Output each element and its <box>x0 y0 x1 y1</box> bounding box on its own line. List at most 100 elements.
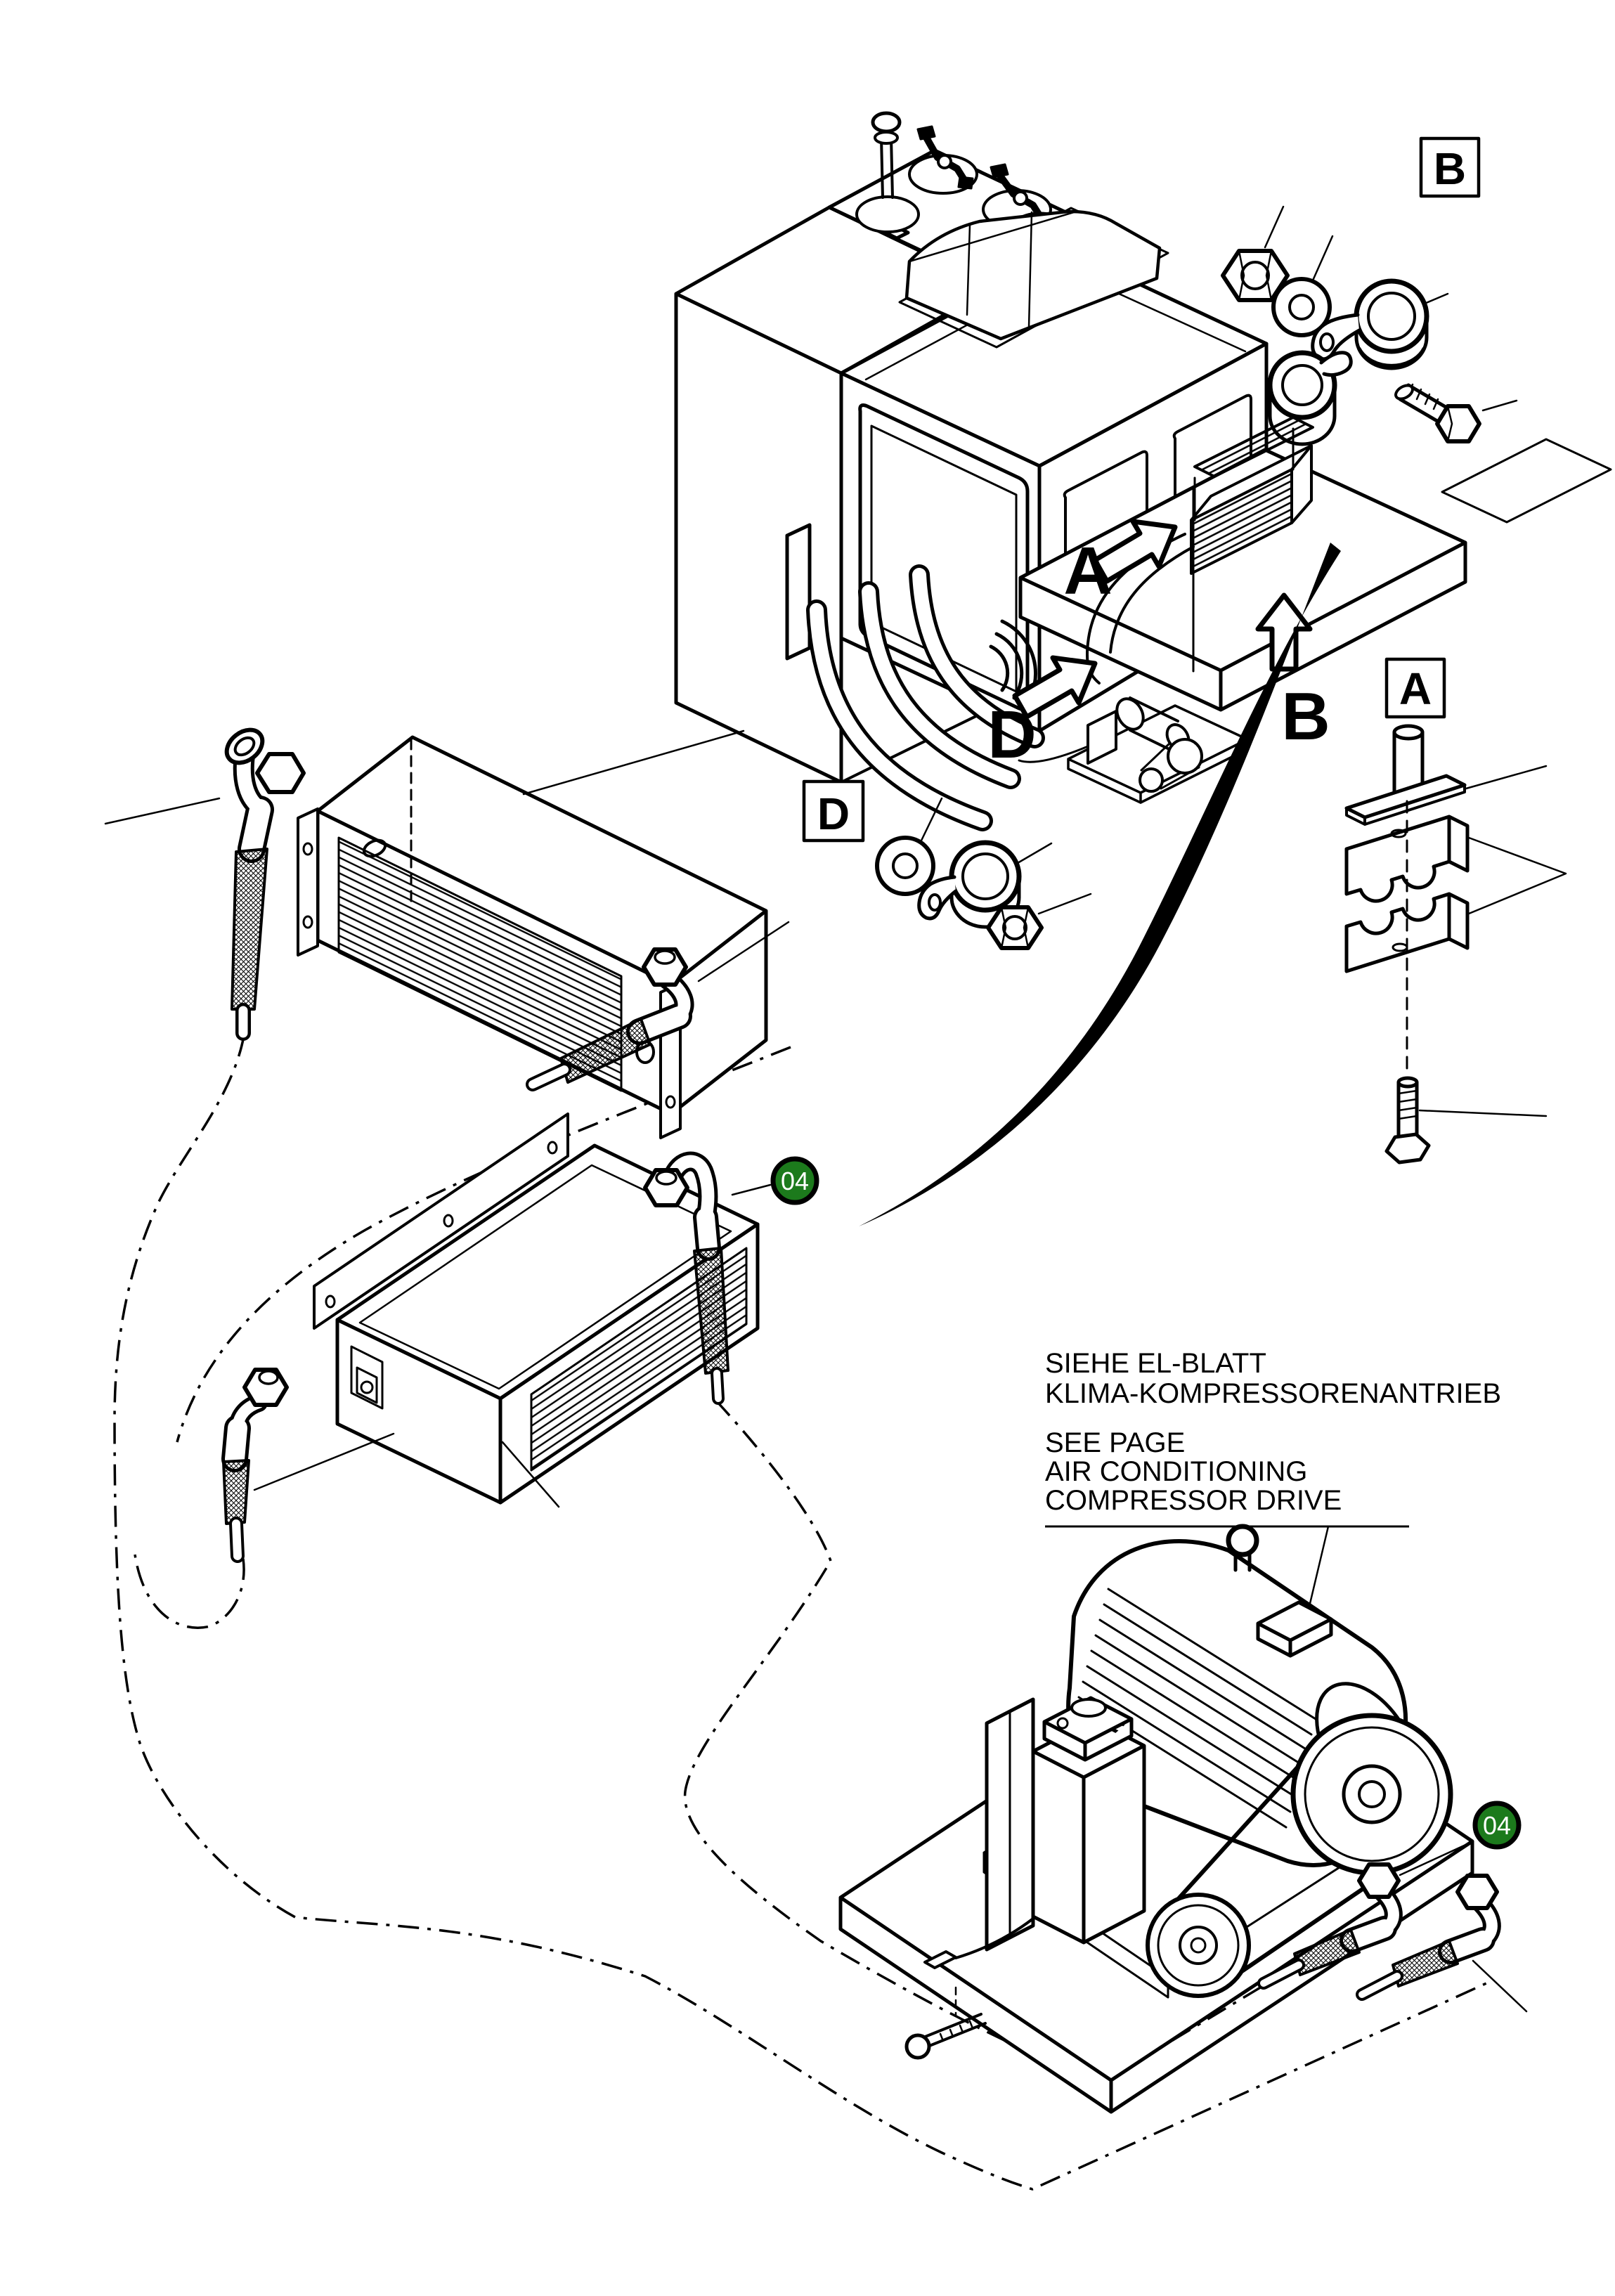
badge-circle[interactable] <box>1472 1801 1522 1850</box>
detail-b-leaders <box>1264 205 1518 412</box>
pipe-clamp-ring-inner <box>1367 292 1416 341</box>
hose-leader <box>104 797 221 825</box>
hose-nut <box>642 947 688 987</box>
detail-d: D <box>802 779 1092 950</box>
detail-a-box <box>1384 657 1446 719</box>
clamp-bolt-shank <box>1396 1080 1419 1143</box>
hose-sleeve-fill <box>1343 1919 1394 1950</box>
mount-plate-hole-2 <box>443 1214 454 1228</box>
note-leader <box>1307 1526 1330 1610</box>
compressor-drive-assembly: 04 <box>838 1524 1528 2114</box>
wire-connector <box>923 1950 957 1969</box>
detail-b-box <box>1419 136 1481 198</box>
compressor-hose-right <box>1356 1874 1501 2001</box>
badge-circle[interactable] <box>770 1156 819 1205</box>
lever-joint-right <box>1013 190 1028 206</box>
joystick-stem <box>880 136 894 199</box>
hose-nut <box>242 1368 289 1407</box>
evaporator-panel-knob <box>360 1380 374 1394</box>
clamp-lower-half <box>1344 892 1470 973</box>
evaporator-hose-top <box>643 1151 772 1405</box>
evaporator-lid-inset <box>358 1164 732 1390</box>
compressor-hose-leaders <box>1399 1841 1528 2013</box>
compressor-hose-left <box>1257 1862 1403 1990</box>
hose-nut <box>1455 1874 1499 1910</box>
machine-compressor-pulley-small <box>1139 767 1164 793</box>
badge-label: 04 <box>781 1167 809 1195</box>
condenser-flange-left-hole-2 <box>302 915 313 929</box>
bolt-part-head-facets <box>1446 405 1453 443</box>
washer-part-outer <box>1271 277 1332 337</box>
detail-a: A <box>1344 657 1567 1165</box>
machine-condenser-brackets <box>1193 427 1295 521</box>
detail-b: B <box>1221 136 1518 446</box>
foundation-bolt-head <box>904 2033 931 2060</box>
compressor-head-port <box>1056 1717 1069 1730</box>
roof-ac-seams <box>908 211 1075 329</box>
hose-sleeve-fill <box>696 1208 718 1257</box>
machine-overview: A B D <box>674 111 1612 1226</box>
hose-leader <box>731 1183 772 1196</box>
direction-arrow-b <box>1255 592 1313 672</box>
joystick-collar <box>874 131 899 145</box>
hose-braid <box>222 1459 250 1525</box>
washer-d-bore <box>892 852 919 879</box>
pipe-clamp-tab-hole <box>1319 332 1335 352</box>
machine-condenser-sides <box>1190 444 1313 524</box>
evaporator-grille <box>530 1247 748 1472</box>
note-en-line1: SEE PAGE <box>1045 1427 1185 1458</box>
condenser-hose-top <box>104 727 306 1041</box>
hose-leader <box>697 921 790 982</box>
detail-d-leaders <box>919 797 1092 915</box>
notes: SIEHE EL-BLATT KLIMA-KOMPRESSORENANTRIEB… <box>1045 1348 1501 1610</box>
part-badge-1[interactable]: 04 <box>770 1156 819 1205</box>
motor-terminal-box <box>1256 1600 1333 1658</box>
pipe-clamp-d-hole <box>928 893 942 912</box>
lower-left-hose <box>221 1368 395 1563</box>
detail-a-leaders <box>1418 765 1567 1117</box>
evaporator-left-face <box>335 1318 502 1505</box>
compressor-pulley-hub <box>1179 1926 1218 1965</box>
machine-compressor-pump <box>1087 710 1117 765</box>
condenser-grille <box>337 836 623 1092</box>
condenser-top-hole <box>362 838 387 858</box>
condenser-flange-left <box>297 808 319 956</box>
compressor-head <box>1042 1696 1134 1762</box>
motor-pulley-hub <box>1342 1764 1402 1824</box>
compressor-wire <box>954 1917 1034 1959</box>
part-badge-2[interactable]: 04 <box>1472 1801 1522 1850</box>
machine-condenser-hatch-top <box>1193 416 1314 478</box>
condenser-hose-bottom <box>526 921 790 1091</box>
compressor-body <box>1031 1718 1146 1945</box>
hose-tail-fill <box>713 1370 722 1402</box>
condenser-flange-right-hole-2 <box>665 1095 676 1109</box>
nut-d-facets <box>1000 906 1030 949</box>
ring-clamp-tab <box>1319 351 1353 377</box>
evaporator-mount-plate <box>313 1113 569 1330</box>
arrow-label-d: D <box>987 697 1036 772</box>
detail-d-box <box>802 779 865 843</box>
hose-sleeve-fill <box>1441 1931 1492 1961</box>
motor-lifting-eye <box>1226 1524 1259 1557</box>
hose-sleeve-fill <box>225 1418 247 1469</box>
arrow-label-a: A <box>1063 533 1112 609</box>
hose-braid <box>693 1247 729 1375</box>
direction-arrow-d <box>1012 655 1098 720</box>
clamp-cover-plate-depth <box>1345 784 1466 826</box>
control-lever-left-pads <box>916 125 974 190</box>
motor-pulley-shaft <box>1358 1780 1386 1808</box>
hose-braid <box>231 848 268 1011</box>
pipe-clamp-d-tab <box>917 875 958 921</box>
hose-opening-inner <box>233 736 256 757</box>
hose-elbow-fill <box>666 1155 715 1221</box>
note-de-line2: KLIMA-KOMPRESSORENANTRIEB <box>1045 1378 1501 1409</box>
condenser-unit <box>104 727 790 1139</box>
compressor-pulley-groove <box>1157 1904 1240 1987</box>
joystick-base <box>855 195 920 233</box>
hose-tail-fill <box>528 1065 569 1089</box>
hose-tail-fill <box>1358 1973 1401 1998</box>
badge-label: 04 <box>1483 1811 1511 1840</box>
ring-clamp-inner <box>1281 364 1323 406</box>
clamp-bolt-top <box>1396 1076 1419 1089</box>
